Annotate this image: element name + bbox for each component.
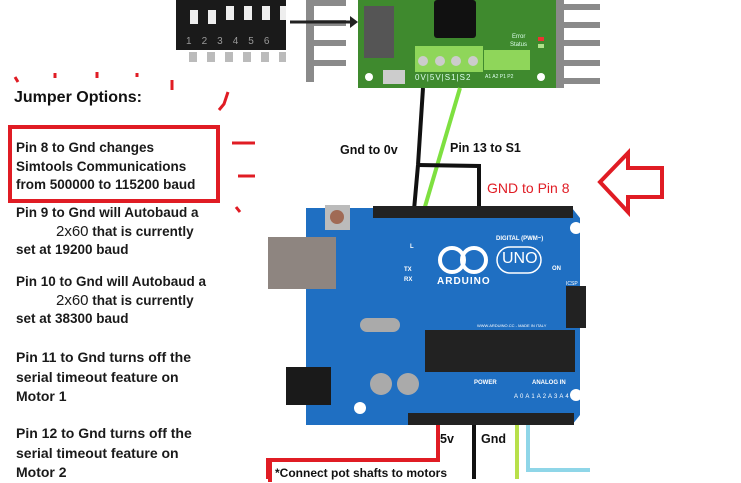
highlight-box bbox=[8, 125, 220, 203]
label-5v: 5v bbox=[440, 432, 454, 446]
option-pin8-line3: from 500000 to 115200 baud bbox=[16, 177, 196, 192]
red-emphasis-marks bbox=[13, 72, 255, 213]
dip-switch-numbers: 123456 bbox=[186, 36, 279, 47]
dip-number: 5 bbox=[248, 36, 264, 47]
label-gnd-to-0v: Gnd to 0v bbox=[340, 143, 398, 157]
option-pin9: Pin 9 to Gnd will Autobaud a 2x60 that i… bbox=[16, 204, 199, 260]
arduino-logo-text: ARDUINO bbox=[437, 276, 491, 287]
label-pin13-to-s1: Pin 13 to S1 bbox=[450, 141, 521, 155]
dip-number: 1 bbox=[186, 36, 202, 47]
option-pin11-line3: Motor 1 bbox=[16, 388, 67, 404]
pin-a1: A1 bbox=[525, 394, 537, 400]
option-pin11-line2: serial timeout feature on bbox=[16, 368, 179, 385]
option-pin10-line2: that is currently bbox=[92, 292, 194, 308]
option-pin9-line3: set at 19200 baud bbox=[16, 242, 129, 257]
option-pin9-model: 2x60 bbox=[56, 222, 89, 240]
option-pin8-line2: Simtools Communications bbox=[16, 158, 187, 174]
terminal-labels: 0V|5V|S1|S2 bbox=[415, 73, 472, 82]
pin-a3: A3 bbox=[548, 394, 560, 400]
option-pin10-model: 2x60 bbox=[56, 291, 89, 309]
label-gnd-to-pin8: GND to Pin 8 bbox=[487, 180, 570, 196]
option-pin11-line1: Pin 11 to Gnd turns off the bbox=[16, 349, 191, 365]
wire-pin13-s1 bbox=[422, 87, 462, 211]
option-pin9-line2: that is currently bbox=[92, 223, 194, 239]
option-pin12-line2: serial timeout feature on bbox=[16, 444, 179, 461]
option-pin11: Pin 11 to Gnd turns off the serial timeo… bbox=[16, 348, 191, 407]
option-pin10-line1: Pin 10 to Gnd will Autobaud a bbox=[16, 274, 207, 289]
jumper-options-title: Jumper Options: bbox=[14, 89, 143, 106]
pot-note: *Connect pot shafts to motors bbox=[268, 462, 447, 482]
on-label: ON bbox=[552, 266, 561, 272]
analog-in-label: ANALOG IN bbox=[532, 380, 566, 386]
option-pin9-line1: Pin 9 to Gnd will Autobaud a bbox=[16, 205, 199, 220]
power-label: POWER bbox=[474, 380, 497, 386]
option-pin10: Pin 10 to Gnd will Autobaud a 2x60 that … bbox=[16, 273, 206, 329]
analog-pin-labels: A0A1A2A3A4A5 bbox=[514, 394, 582, 400]
option-pin12-line3: Motor 2 bbox=[16, 464, 67, 480]
wire-gnd-pin8 bbox=[417, 163, 481, 210]
arduino-model: UNO bbox=[502, 250, 538, 267]
terminal-0v: 0V bbox=[415, 73, 427, 82]
red-arrow bbox=[597, 148, 664, 218]
wire-a1 bbox=[526, 425, 590, 472]
dip-switch bbox=[176, 0, 286, 62]
motor-driver-board bbox=[358, 0, 556, 88]
pin-a5: A5 bbox=[570, 394, 583, 400]
wire-gnd-0v bbox=[412, 87, 425, 211]
dip-number: 2 bbox=[201, 36, 218, 47]
led-status-label: Status bbox=[510, 42, 528, 48]
l-label: L bbox=[410, 244, 414, 250]
icsp-label: ICSP bbox=[566, 281, 578, 287]
led-error-label: Error bbox=[512, 34, 526, 40]
pin-a0: A0 bbox=[514, 394, 526, 400]
arduino-site: WWW.ARDUINO.CC - MADE IN ITALY bbox=[477, 323, 547, 328]
terminal-s2: S2 bbox=[459, 73, 472, 82]
pin-a4: A4 bbox=[559, 394, 571, 400]
option-pin8-line1: Pin 8 to Gnd changes bbox=[16, 140, 155, 155]
rx-label: RX bbox=[404, 277, 413, 283]
option-pin12: Pin 12 to Gnd turns off the serial timeo… bbox=[16, 424, 192, 483]
digital-label: DIGITAL (PWM~) bbox=[496, 236, 544, 242]
arduino-uno-board bbox=[268, 205, 586, 425]
option-pin10-line3: set at 38300 baud bbox=[16, 311, 129, 326]
label-gnd: Gnd bbox=[481, 432, 506, 446]
option-pin8: Pin 8 to Gnd changes Simtools Communicat… bbox=[16, 139, 195, 195]
dip-number: 3 bbox=[217, 36, 233, 47]
option-pin12-line1: Pin 12 to Gnd turns off the bbox=[16, 425, 192, 441]
terminal-5v: 5V bbox=[429, 73, 442, 82]
aux-terminal-labels: A1 A2 P1 P2 bbox=[485, 74, 514, 80]
pin-a2: A2 bbox=[536, 394, 549, 400]
dip-number: 4 bbox=[232, 36, 249, 47]
terminal-s1: S1 bbox=[444, 73, 457, 82]
dip-number: 6 bbox=[263, 36, 280, 47]
tx-label: TX bbox=[404, 267, 412, 273]
